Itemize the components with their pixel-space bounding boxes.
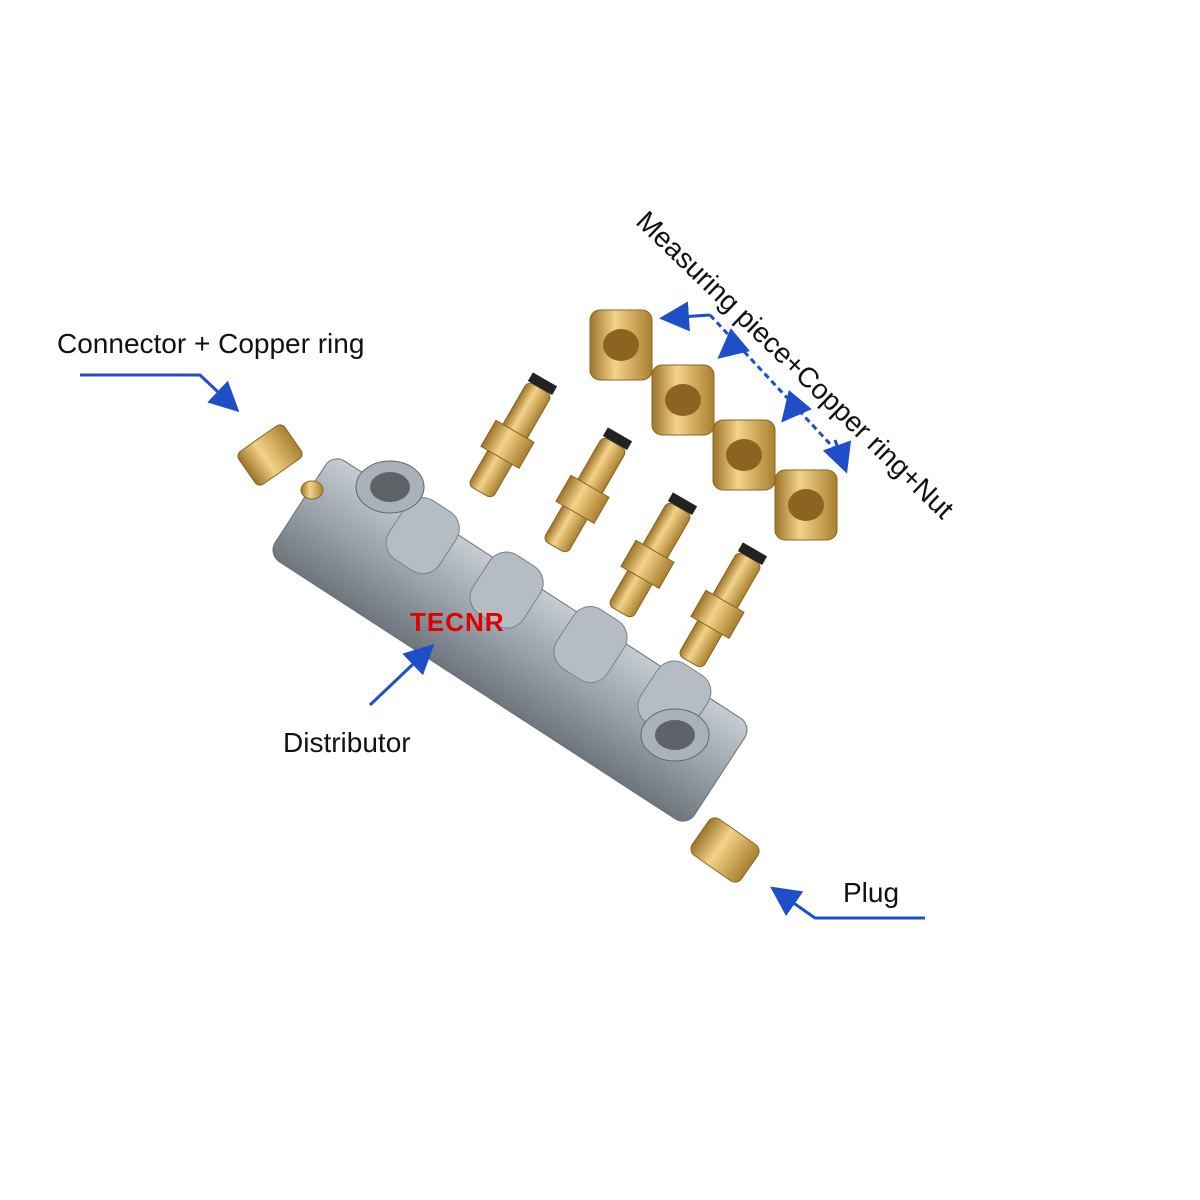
copper-ring [300, 480, 324, 500]
distributor-body [272, 458, 748, 822]
nut-2 [651, 364, 715, 436]
plug-label: Plug [843, 877, 900, 908]
measuring-piece-2 [544, 427, 633, 553]
distributor-port-right [640, 708, 710, 762]
connector-arrow [80, 373, 240, 413]
nut-4 [774, 469, 838, 541]
distributor-port-left [355, 460, 425, 514]
nut-3 [712, 419, 776, 491]
distributor-arrow [368, 643, 435, 707]
plug-fitting [690, 817, 760, 883]
plug-arrow [770, 886, 925, 920]
connector-fitting [237, 424, 303, 486]
connector-label: Connector + Copper ring [57, 328, 365, 359]
nut-1 [589, 309, 653, 381]
measuring-piece-1 [469, 372, 558, 498]
distributor-label: Distributor [283, 727, 411, 758]
brand-label: TECNR [410, 607, 505, 637]
measuring-piece-3 [609, 492, 698, 618]
measuring-piece-4 [679, 542, 768, 668]
